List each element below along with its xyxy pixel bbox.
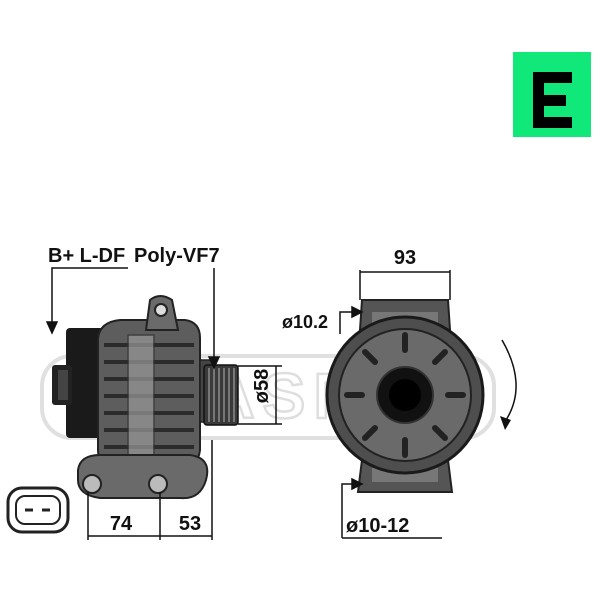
upper-hole-callout xyxy=(339,305,364,334)
pulley xyxy=(203,364,239,426)
rotation-arrow-icon xyxy=(500,339,517,430)
width-dimension xyxy=(359,270,451,300)
upper-hole-label: ø10.2 xyxy=(282,312,328,332)
alternator-front-view xyxy=(325,299,485,493)
length-dimension xyxy=(87,440,213,540)
pulley-diameter-dimension xyxy=(238,365,282,425)
connector-label: B+ L-DF xyxy=(48,245,125,267)
length-rear-label: 53 xyxy=(179,513,201,535)
pulley-callout xyxy=(207,268,221,370)
lower-hole-label: ø10-12 xyxy=(346,515,409,537)
alternator-side-view xyxy=(52,295,239,500)
width-label: 93 xyxy=(394,247,416,269)
connector-plug-icon xyxy=(6,486,70,534)
pulley-label: Poly-VF7 xyxy=(134,245,220,267)
brand-logo xyxy=(513,52,591,137)
connector-callout xyxy=(45,267,128,335)
lower-hole-callout xyxy=(341,477,442,539)
brand-logo-glyph xyxy=(533,72,572,128)
length-front-label: 74 xyxy=(110,513,133,535)
pulley-diameter-label: ø58 xyxy=(251,369,273,403)
